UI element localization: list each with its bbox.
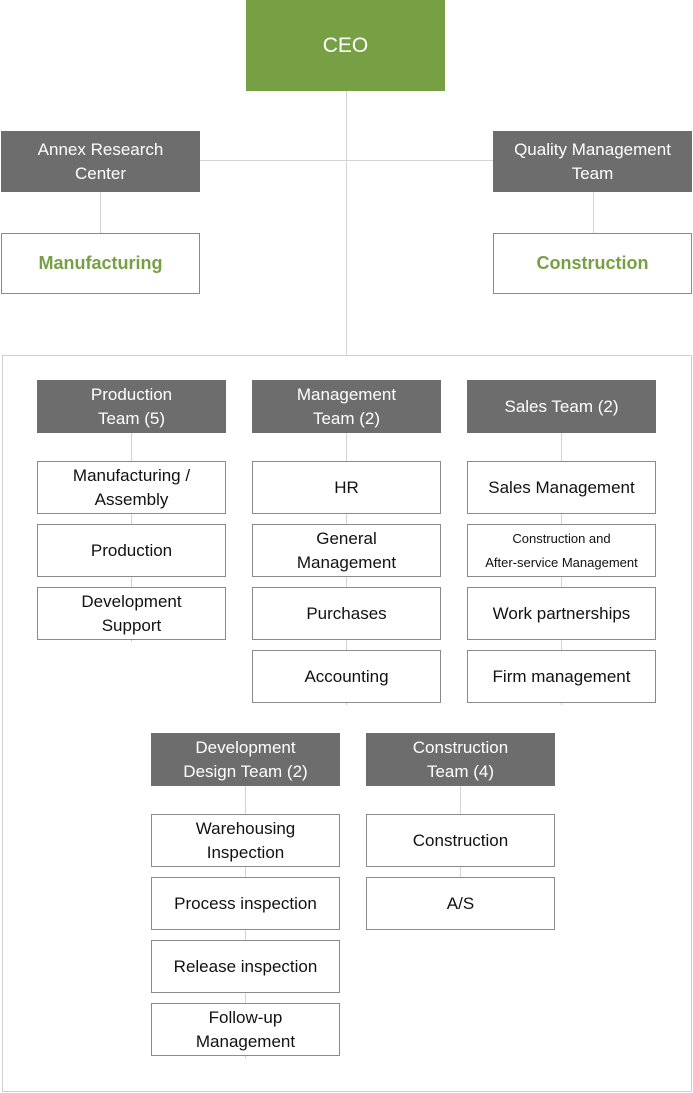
annex-manufacturing-box: Manufacturing — [1, 233, 200, 294]
development-item-process-inspection: Process inspection — [151, 877, 340, 930]
ceo-trunk-line — [346, 90, 347, 356]
sales-item-sales-management: Sales Management — [467, 461, 656, 514]
development-item-release-inspection: Release inspection — [151, 940, 340, 993]
production-item-manufacturing-assembly: Manufacturing / Assembly — [37, 461, 226, 514]
management-item-general-management: General Management — [252, 524, 441, 577]
management-item-accounting: Accounting — [252, 650, 441, 703]
construction-item-as: A/S — [366, 877, 555, 930]
annex-research-center-box: Annex Research Center — [1, 131, 200, 192]
development-item-warehousing-inspection: Warehousing Inspection — [151, 814, 340, 867]
construction-item-construction: Construction — [366, 814, 555, 867]
quality-construction-box: Construction — [493, 233, 692, 294]
sales-item-work-partnerships: Work partnerships — [467, 587, 656, 640]
management-item-hr: HR — [252, 461, 441, 514]
quality-management-team-box: Quality Management Team — [493, 131, 692, 192]
development-item-follow-up-management: Follow-up Management — [151, 1003, 340, 1056]
ceo-branch-line — [199, 160, 494, 161]
production-team-header: Production Team (5) — [37, 380, 226, 433]
sales-team-header: Sales Team (2) — [467, 380, 656, 433]
annex-connector-line — [100, 191, 101, 234]
construction-team-header: Construction Team (4) — [366, 733, 555, 786]
ceo-box: CEO — [246, 0, 445, 91]
production-item-development-support: Development Support — [37, 587, 226, 640]
production-item-production: Production — [37, 524, 226, 577]
sales-item-firm-management: Firm management — [467, 650, 656, 703]
development-design-team-header: Development Design Team (2) — [151, 733, 340, 786]
management-item-purchases: Purchases — [252, 587, 441, 640]
management-team-header: Management Team (2) — [252, 380, 441, 433]
quality-connector-line — [593, 191, 594, 234]
sales-item-construction-after-service: Construction and After-service Managemen… — [467, 524, 656, 577]
departments-frame: Production Team (5) Manufacturing / Asse… — [2, 355, 692, 1092]
